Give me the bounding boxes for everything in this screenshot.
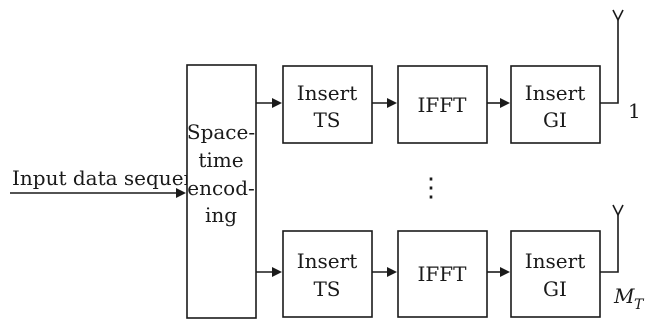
antenna-1-icon <box>612 9 624 22</box>
branch-1-insert-ts-block <box>282 65 373 144</box>
branch-1-insert-ts-line-2: TS <box>313 108 340 132</box>
branch-1-arrowhead-ifft-gi <box>500 98 510 108</box>
continuation-dots: ⋮ <box>418 173 444 203</box>
branch-2-insert-ts-line-1: Insert <box>297 249 357 273</box>
branch-1-arrowhead-ts-ifft <box>387 98 397 108</box>
antenna-2-feed <box>600 215 619 273</box>
branch-1-insert-ts-line-1: Insert <box>297 81 357 105</box>
branch-2-ifft-label: IFFT <box>418 262 468 286</box>
encoder-line-1: Space- <box>187 120 255 144</box>
branch-2-insert-gi-line-2: GI <box>543 277 567 301</box>
branch-2-ifft-block <box>397 230 488 318</box>
antenna-1-feed <box>600 20 619 104</box>
input-arrowhead <box>176 188 186 198</box>
branch-1-insert-gi-line-1: Insert <box>525 81 585 105</box>
branch-2-insert-ts-block <box>282 230 373 318</box>
encoder-line-4: ing <box>205 203 237 227</box>
branch-2-arrowhead-ts-ifft <box>387 267 397 277</box>
branch-1-ifft-block <box>397 65 488 144</box>
space-time-encoder-block <box>186 64 257 319</box>
encoder-line-3: encod- <box>187 176 255 200</box>
branch-1-insert-gi-block <box>510 65 601 144</box>
branch-2-insert-ts-line-2: TS <box>313 277 340 301</box>
antenna-2-icon <box>612 204 624 217</box>
branch-1-insert-gi-line-2: GI <box>543 108 567 132</box>
input-label: Input data sequence <box>12 166 219 190</box>
branch-1-ifft-label: IFFT <box>418 93 468 117</box>
antenna-2-label: M <box>613 284 635 308</box>
encoder-line-2: time <box>198 148 243 172</box>
antenna-2-subscript: T <box>634 297 645 313</box>
branch-1-arrowhead-in <box>272 98 282 108</box>
branch-2-arrowhead-in <box>272 267 282 277</box>
branch-2-insert-gi-block <box>510 230 601 318</box>
antenna-1-label: 1 <box>628 99 641 123</box>
branch-2-insert-gi-line-1: Insert <box>525 249 585 273</box>
branch-2-arrowhead-ifft-gi <box>500 267 510 277</box>
